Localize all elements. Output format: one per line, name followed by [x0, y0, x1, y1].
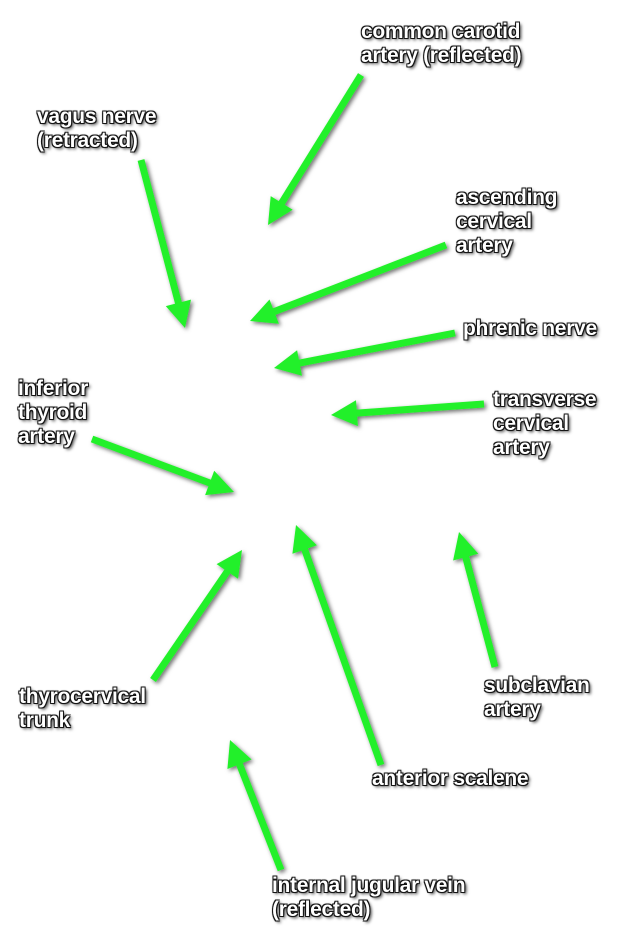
arrow-transverse-cervical-shaft — [354, 400, 485, 417]
label-line: (retracted) — [37, 129, 138, 152]
arrow-common-carotid-head — [268, 196, 293, 225]
label-anterior-scalene: anterior scalene — [372, 767, 529, 791]
label-internal-jugular-vein: internal jugular vein (reflected) — [272, 874, 466, 922]
arrow-phrenic — [274, 329, 456, 376]
arrow-internal-jugular — [227, 740, 285, 872]
arrow-subclavian-head — [453, 532, 479, 561]
label-vagus-nerve: vagus nerve (retracted) — [37, 105, 157, 153]
label-line: artery — [484, 698, 541, 721]
label-line: (reflected) — [272, 898, 371, 921]
label-phrenic-nerve: phrenic nerve — [463, 317, 597, 341]
arrow-inferior-thyroid-head — [205, 470, 234, 496]
arrow-anterior-scalene-head — [292, 525, 317, 554]
label-subclavian-artery: subclavian artery — [484, 674, 590, 722]
arrow-thyrocervical-shaft — [150, 567, 232, 682]
arrow-vagus-head — [165, 299, 191, 328]
label-line: subclavian — [484, 674, 590, 697]
label-line: thyrocervical — [19, 685, 146, 708]
label-transverse-cervical-artery: transverse cervical artery — [493, 388, 597, 460]
label-line: trunk — [19, 709, 71, 732]
arrow-vagus — [137, 159, 191, 328]
arrow-common-carotid-shaft — [277, 73, 364, 207]
label-common-carotid-artery: common carotid artery (reflected) — [361, 20, 522, 68]
arrow-thyrocervical — [150, 550, 242, 682]
label-line: common carotid — [361, 20, 521, 43]
label-line: ascending — [456, 186, 558, 209]
arrow-anterior-scalene — [292, 525, 385, 767]
arrow-vagus-shaft — [137, 159, 183, 306]
label-inferior-thyroid-artery: inferior thyroid artery — [18, 377, 88, 449]
arrow-ascending-cervical-shaft — [271, 241, 448, 316]
arrow-transverse-cervical — [331, 400, 485, 427]
arrow-ascending-cervical-head — [250, 299, 279, 324]
label-line: artery — [18, 425, 75, 448]
arrow-common-carotid — [268, 73, 364, 225]
arrow-phrenic-head — [274, 350, 302, 376]
arrow-internal-jugular-head — [227, 740, 252, 769]
label-line: vagus nerve — [37, 105, 157, 128]
label-line: inferior — [18, 377, 88, 400]
label-line: internal jugular vein — [272, 874, 466, 897]
arrow-inferior-thyroid-shaft — [90, 435, 213, 487]
label-thyrocervical-trunk: thyrocervical trunk — [19, 685, 146, 733]
label-line: thyroid — [18, 401, 88, 424]
arrow-anterior-scalene-shaft — [300, 546, 385, 767]
arrow-inferior-thyroid — [90, 435, 234, 496]
arrow-transverse-cervical-head — [331, 400, 358, 427]
label-line: artery — [456, 234, 513, 257]
label-line: transverse — [493, 388, 597, 411]
arrow-internal-jugular-shaft — [235, 761, 285, 872]
label-ascending-cervical-artery: ascending cervical artery — [456, 186, 557, 258]
arrow-thyrocervical-head — [216, 550, 242, 579]
arrow-subclavian-shaft — [461, 554, 499, 668]
label-line: artery (reflected) — [361, 44, 522, 67]
label-line: artery — [493, 436, 550, 459]
arrow-phrenic-shaft — [296, 329, 456, 367]
arrow-subclavian — [453, 532, 499, 668]
label-line: cervical — [456, 210, 532, 233]
label-line: anterior scalene — [372, 767, 529, 790]
arrow-ascending-cervical — [250, 241, 448, 324]
label-line: cervical — [493, 412, 569, 435]
label-line: phrenic nerve — [463, 317, 597, 340]
